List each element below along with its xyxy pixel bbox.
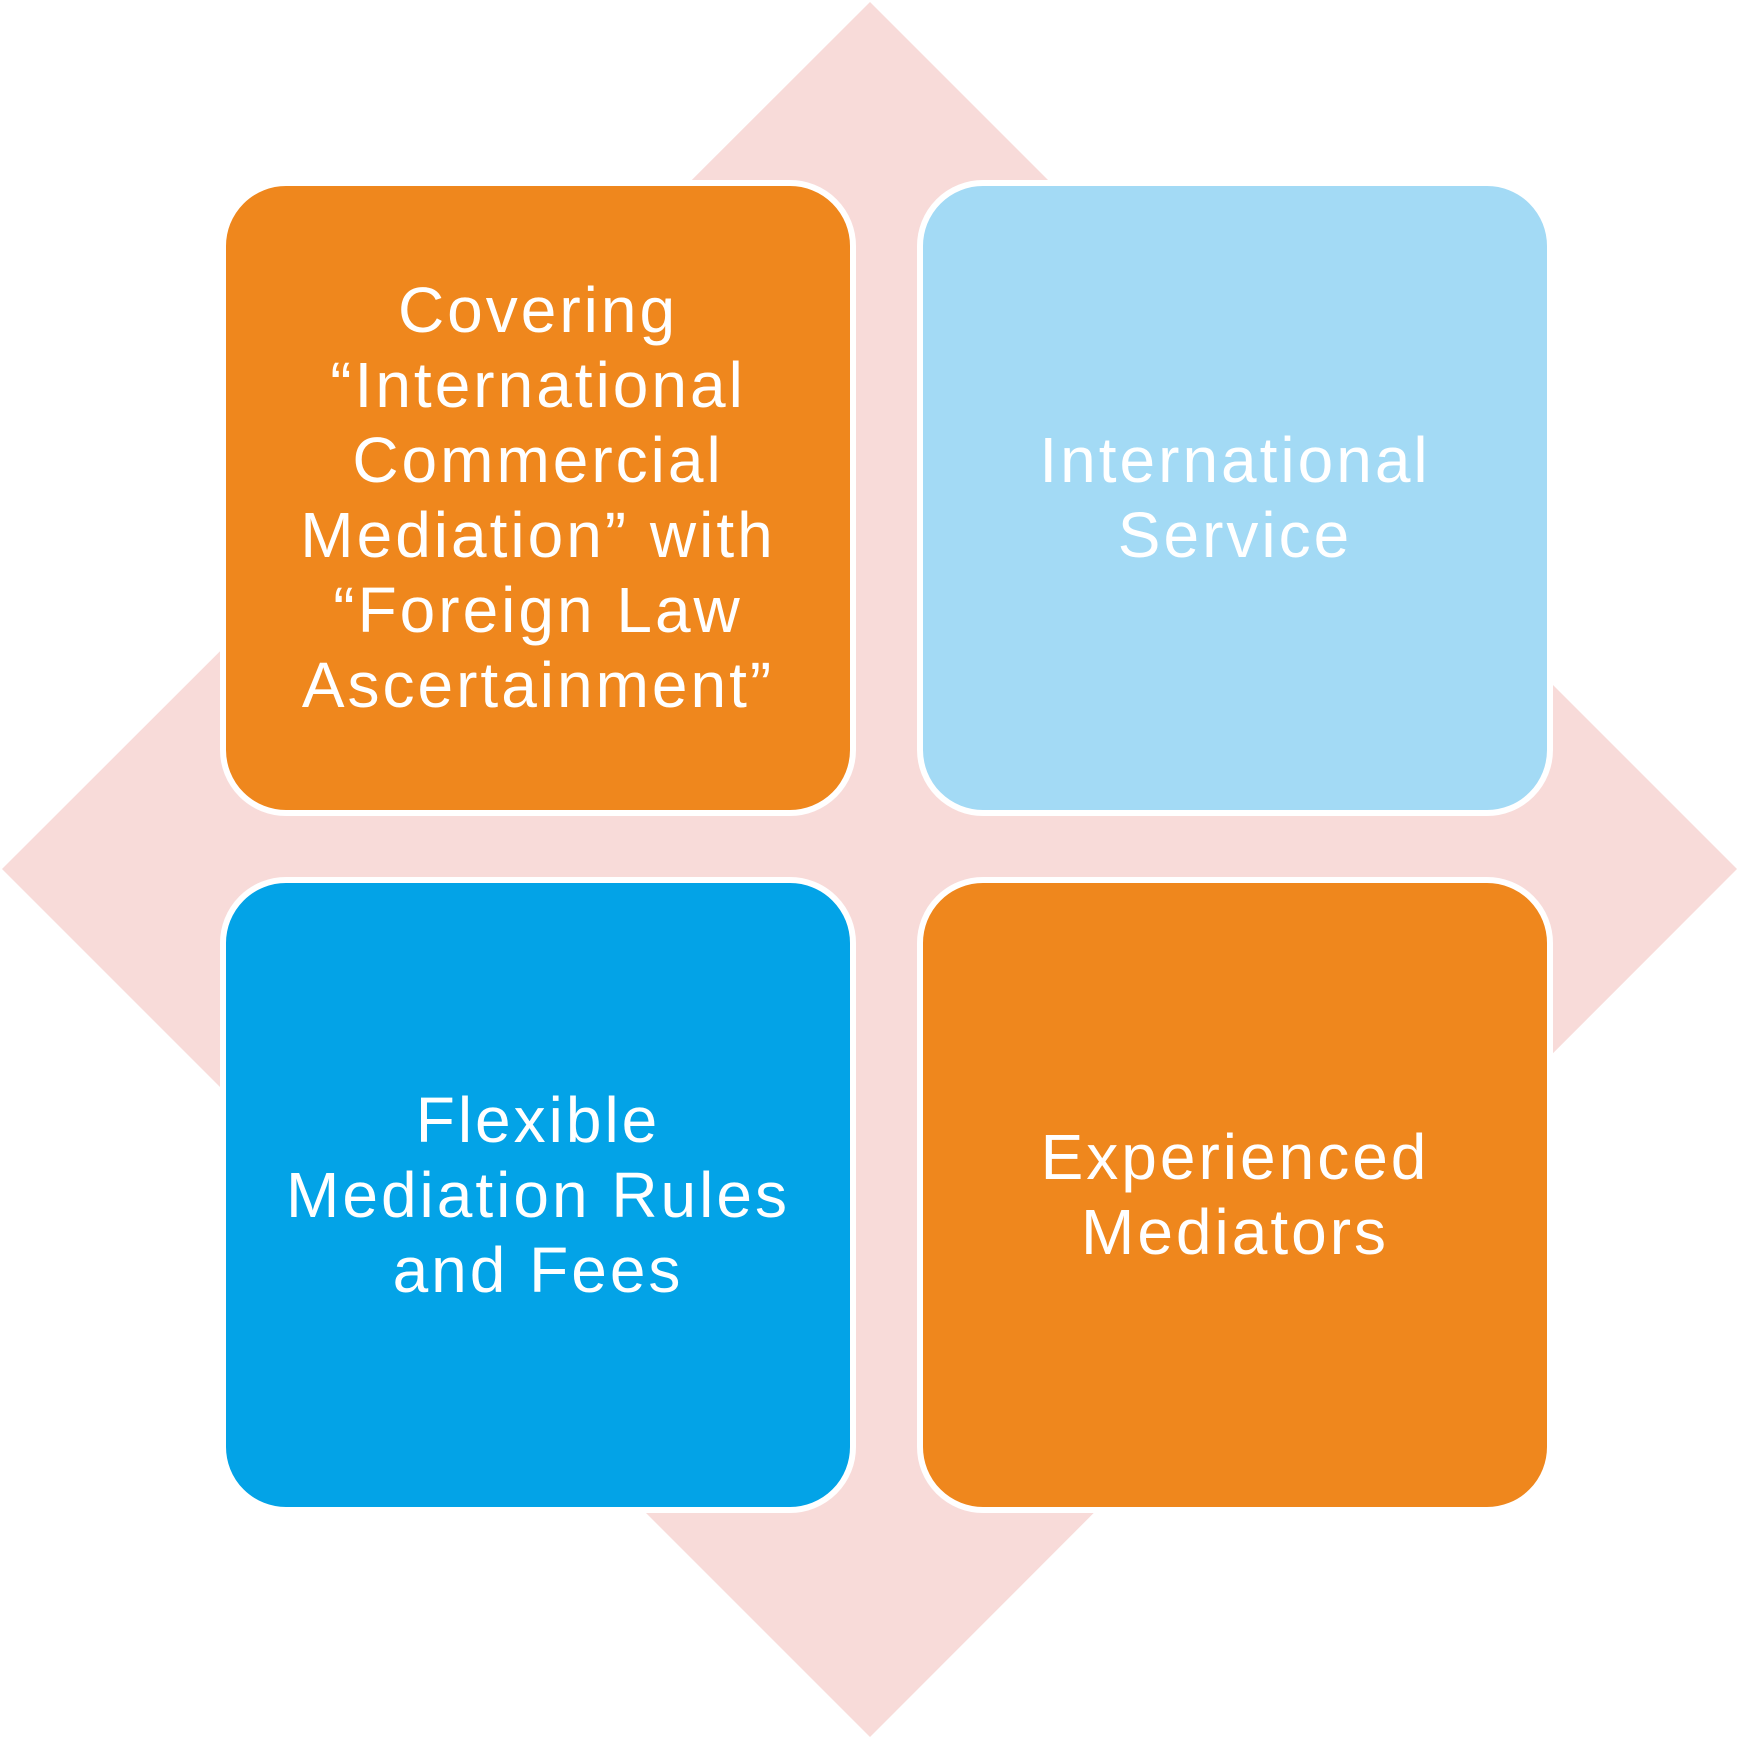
feature-box-experienced-mediators: Experienced Mediators bbox=[917, 877, 1553, 1513]
feature-label: Flexible Mediation Rules and Fees bbox=[286, 1083, 790, 1306]
feature-label: International Service bbox=[1039, 424, 1431, 571]
feature-box-flexible-rules: Flexible Mediation Rules and Fees bbox=[220, 877, 856, 1513]
feature-box-international-service: International Service bbox=[917, 180, 1553, 816]
feature-box-covering-mediation: Covering “International Commercial Media… bbox=[220, 180, 856, 816]
feature-label: Experienced Mediators bbox=[1040, 1121, 1430, 1268]
feature-label: Covering “International Commercial Media… bbox=[300, 274, 776, 721]
